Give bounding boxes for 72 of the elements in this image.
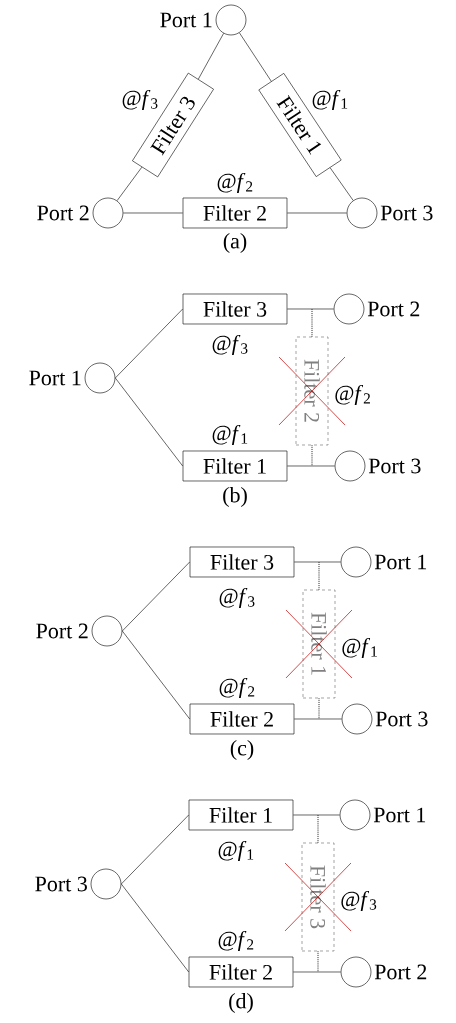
frequency-label: @f$_{2}$ — [219, 677, 255, 699]
dotted-line — [311, 308, 313, 338]
port-circle — [341, 703, 373, 735]
frequency-label: @f$_{3}$ — [212, 334, 248, 356]
crossed-filter-box: Filter 2 — [295, 336, 329, 446]
port-label: Port 3 — [380, 205, 433, 221]
connector-line — [294, 718, 342, 720]
frequency-label: @f$_{3}$ — [341, 890, 377, 912]
connector-line — [122, 561, 190, 632]
crossed-filter-box: Filter 3 — [301, 842, 335, 952]
connector-line — [122, 630, 190, 720]
connector-line — [287, 308, 334, 310]
port-circle — [84, 362, 116, 394]
connector-line — [115, 377, 183, 467]
crossed-filter-box: Filter 1 — [302, 589, 336, 699]
port-label: Port 1 — [374, 554, 427, 570]
port-circle — [346, 197, 378, 229]
dotted-line — [311, 444, 313, 467]
connector-line — [293, 971, 341, 973]
dotted-line — [318, 561, 320, 591]
port-label: Port 2 — [37, 205, 89, 221]
caption: (b) — [223, 487, 247, 507]
port-circle — [91, 615, 123, 647]
frequency-label: @f$_{2}$ — [218, 930, 254, 952]
dotted-line — [318, 697, 320, 720]
frequency-label: @f$_{1}$ — [212, 424, 248, 446]
dotted-line — [317, 950, 319, 973]
port-circle — [334, 450, 366, 482]
dotted-line — [317, 814, 319, 844]
frequency-label: @f$_{1}$ — [342, 637, 377, 659]
port-circle — [92, 197, 124, 229]
filter-box: Filter 3 — [182, 293, 288, 325]
caption: (c) — [230, 740, 254, 760]
connector-line — [329, 167, 354, 201]
frequency-label: @f$_{3}$ — [219, 587, 255, 609]
port-label: Port 2 — [36, 623, 88, 639]
port-label: Port 1 — [29, 370, 81, 386]
frequency-label: @f$_{2}$ — [335, 384, 370, 406]
port-label: Port 1 — [160, 12, 212, 28]
port-label: Port 2 — [374, 964, 427, 980]
port-circle — [333, 293, 365, 325]
connector-line — [115, 308, 183, 379]
caption: (a) — [223, 233, 247, 253]
port-label: Port 1 — [373, 807, 426, 823]
filter-box: Filter 1 — [182, 450, 288, 482]
filter-box: Filter 3 — [189, 546, 295, 578]
connector-line — [293, 814, 340, 816]
frequency-label: @f$_{1}$ — [218, 840, 254, 862]
caption: (d) — [229, 993, 253, 1013]
connector-line — [198, 33, 224, 80]
connector-line — [294, 561, 341, 563]
port-label: Port 2 — [367, 301, 420, 317]
filter-box: Filter 2 — [189, 703, 295, 735]
frequency-label: @f$_{2}$ — [217, 172, 253, 194]
connector-line — [116, 166, 143, 201]
connector-line — [121, 883, 189, 973]
connector-line — [239, 32, 272, 82]
port-circle — [90, 868, 122, 900]
port-circle — [340, 546, 372, 578]
connector-line — [287, 465, 335, 467]
connector-line — [287, 212, 347, 214]
port-label: Port 3 — [35, 876, 87, 892]
port-label: Port 3 — [375, 711, 428, 727]
port-circle — [215, 4, 247, 36]
port-circle — [339, 799, 371, 831]
connector-line — [123, 212, 183, 214]
filter-box: Filter 2 — [182, 197, 288, 229]
filter-box: Filter 2 — [188, 956, 294, 988]
port-circle — [340, 956, 372, 988]
port-label: Port 3 — [368, 458, 421, 474]
filter-box: Filter 1 — [188, 799, 294, 831]
connector-line — [121, 814, 189, 885]
